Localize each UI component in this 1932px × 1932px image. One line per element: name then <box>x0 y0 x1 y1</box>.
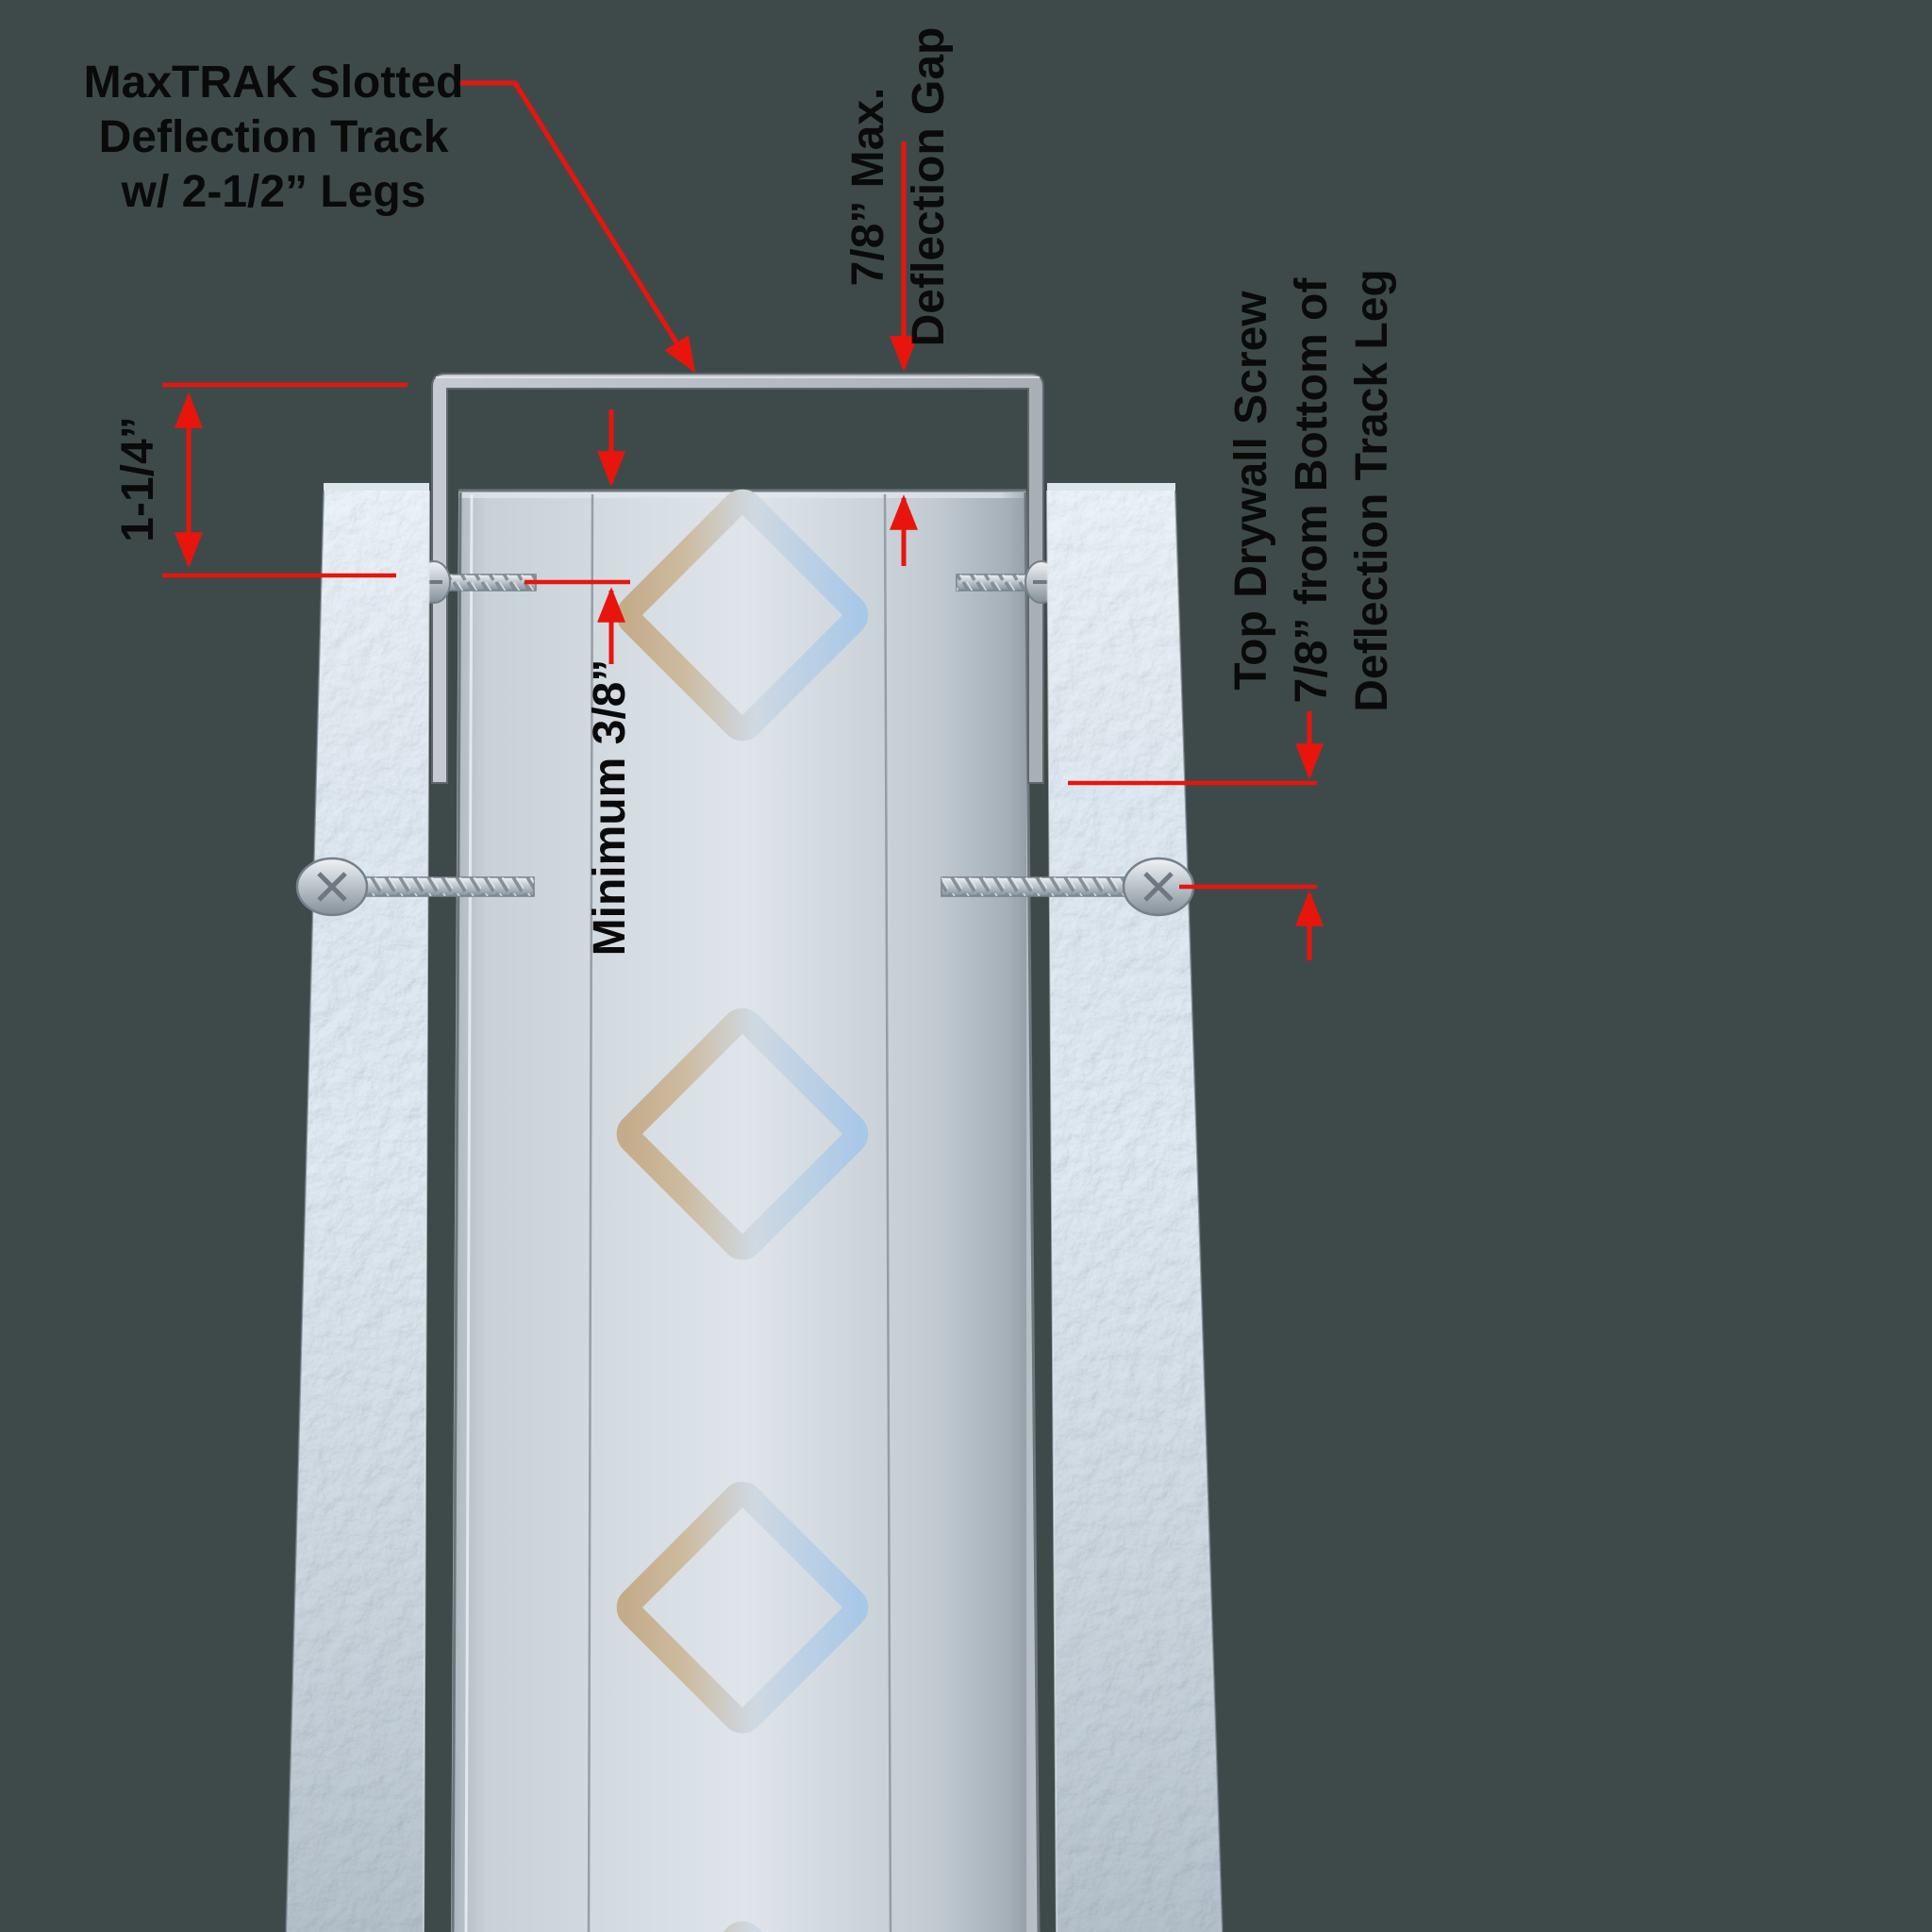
drywall-panel-left <box>285 483 430 1932</box>
label-top-screw-note-line3: Deflection Track Leg <box>1347 269 1397 711</box>
drywall-panel-right <box>1046 483 1224 1932</box>
label-deflection-gap-line1: 7/8” Max. <box>843 88 893 287</box>
diamond-knockout <box>616 489 869 741</box>
stud-knockouts <box>616 489 869 1932</box>
deflection-track <box>431 373 1044 784</box>
dimension-minimum-engagement <box>525 409 630 664</box>
diamond-knockout <box>616 1481 869 1734</box>
label-track-callout-line1: MaxTRAK Slotted <box>84 58 464 108</box>
label-track-callout-line3: w/ 2-1/2” Legs <box>121 167 426 217</box>
dimension-top-screw-offset <box>1068 711 1324 960</box>
steel-stud <box>451 489 1041 1932</box>
label-minimum-engagement: Minimum 3/8” <box>585 659 635 957</box>
label-top-screw-note-line1: Top Drywall Screw <box>1226 291 1276 691</box>
callout-leader-maxtrak <box>458 80 696 374</box>
label-top-screw-note-line2: 7/8” from Bottom of <box>1287 277 1337 704</box>
top-drywall-screw-right <box>956 560 1058 604</box>
dimension-track-overlap-1-1-4 <box>162 382 408 578</box>
label-track-callout-line2: Deflection Track <box>99 112 449 162</box>
label-track-callout: MaxTRAK Slotted Deflection Track w/ 2-1/… <box>84 58 464 217</box>
diamond-knockout <box>616 1008 869 1260</box>
label-deflection-gap-line2: Deflection Gap <box>904 27 954 347</box>
field-drywall-screw-left <box>295 857 535 917</box>
label-top-screw-note: Top Drywall Screw 7/8” from Bottom of De… <box>1226 269 1397 711</box>
label-dimension-1-1-4: 1-1/4” <box>113 416 163 541</box>
label-deflection-gap: 7/8” Max. Deflection Gap <box>843 27 954 347</box>
